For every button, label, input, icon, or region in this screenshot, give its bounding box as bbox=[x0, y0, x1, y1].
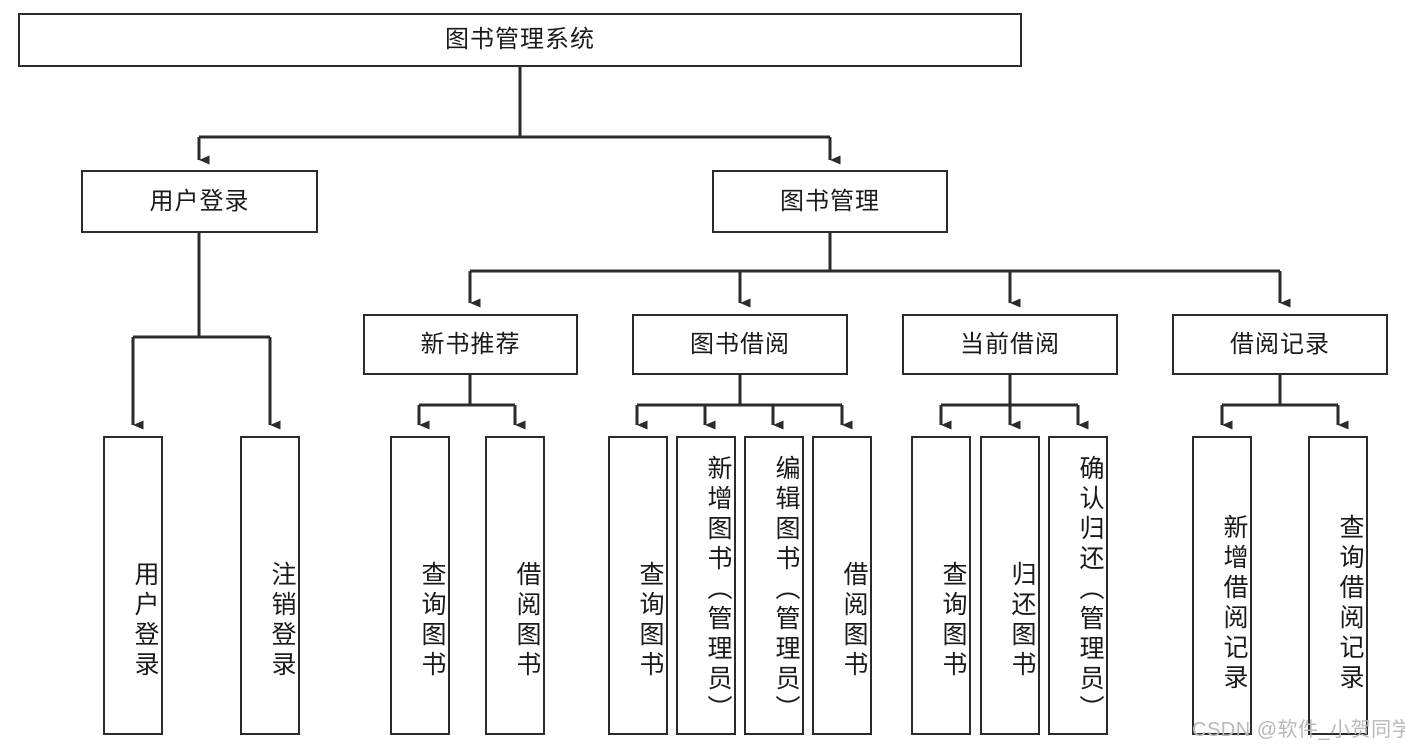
leaf-edit-book[interactable]: 编辑图书（管理员） bbox=[744, 436, 804, 735]
node-borrow-record[interactable]: 借阅记录 bbox=[1172, 314, 1388, 375]
node-current-borrow[interactable]: 当前借阅 bbox=[902, 314, 1118, 375]
leaf-query-record[interactable]: 查询借阅记录 bbox=[1308, 436, 1368, 735]
leaf-query-book-3[interactable]: 查询图书 bbox=[911, 436, 971, 735]
leaf-query-book-2[interactable]: 查询图书 bbox=[608, 436, 668, 735]
leaf-return-book[interactable]: 归还图书 bbox=[980, 436, 1040, 735]
leaf-borrow-book-1[interactable]: 借阅图书 bbox=[485, 436, 545, 735]
node-book-manage[interactable]: 图书管理 bbox=[712, 170, 948, 233]
node-new-book-recommend[interactable]: 新书推荐 bbox=[363, 314, 578, 375]
csdn-watermark: CSDN @软件_小贺同学 bbox=[1192, 719, 1405, 741]
node-book-borrow[interactable]: 图书借阅 bbox=[632, 314, 848, 375]
leaf-logout-login[interactable]: 注销登录 bbox=[240, 436, 300, 735]
node-user-login[interactable]: 用户登录 bbox=[81, 170, 318, 233]
leaf-user-login[interactable]: 用户登录 bbox=[103, 436, 163, 735]
leaf-add-book[interactable]: 新增图书（管理员） bbox=[676, 436, 736, 735]
leaf-borrow-book-2[interactable]: 借阅图书 bbox=[812, 436, 872, 735]
leaf-query-book-1[interactable]: 查询图书 bbox=[390, 436, 450, 735]
leaf-add-record[interactable]: 新增借阅记录 bbox=[1192, 436, 1252, 735]
node-root[interactable]: 图书管理系统 bbox=[18, 13, 1022, 67]
leaf-confirm-return[interactable]: 确认归还（管理员） bbox=[1048, 436, 1108, 735]
